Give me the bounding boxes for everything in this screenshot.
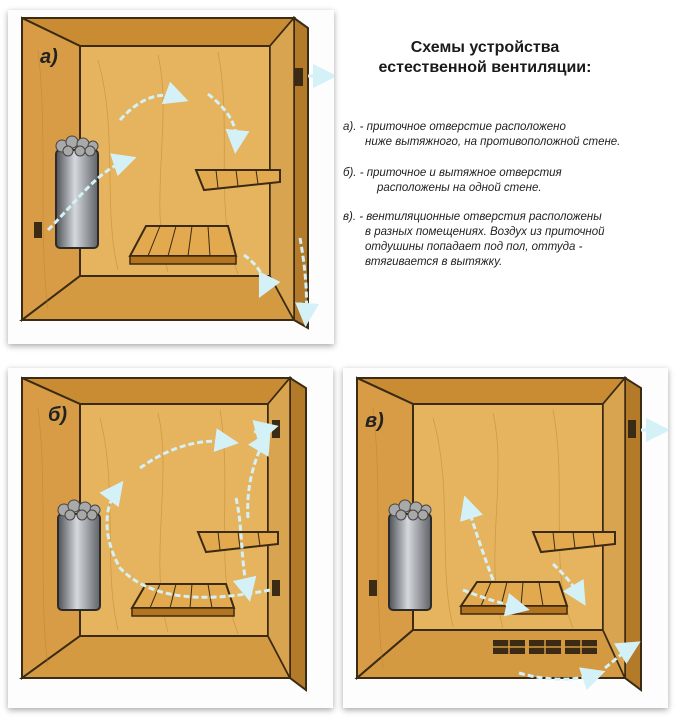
inlet-vent [369, 580, 377, 596]
note-a: а). - приточное отверстие расположено ни… [343, 120, 673, 150]
title-line-2: естественной вентиляции: [378, 59, 592, 76]
note-c-line-4: втягивается в вытяжку. [365, 256, 503, 268]
panel-a-label: а) [40, 46, 58, 68]
note-c-line-2: в разных помещениях. Воздух из приточной [365, 226, 605, 238]
right-wall [293, 16, 309, 330]
heater [57, 513, 101, 611]
heater [388, 513, 432, 611]
sauna-diagram-c [354, 375, 668, 692]
note-c: в). - вентиляционные отверстия расположе… [343, 210, 673, 270]
diagram-title: Схемы устройства естественной вентиляции… [340, 38, 630, 78]
note-c-line-3: отдушины попадает под пол, оттуда - [365, 241, 583, 253]
lower-bench [130, 583, 236, 609]
note-a-line-1: а). - приточное отверстие расположено [343, 121, 566, 133]
note-c-line-1: в). - вентиляционные отверстия расположе… [343, 211, 602, 223]
panel-c: в) [343, 368, 668, 708]
inlet-vent [272, 580, 280, 596]
airflow-arrows [46, 64, 334, 327]
note-b-line-2: расположены на одной стене. [377, 182, 542, 194]
right-wall [289, 376, 307, 692]
note-b: б). - приточное и вытяжное отверстия рас… [343, 166, 673, 196]
heater-stones [55, 135, 99, 157]
outlet-vent [272, 420, 280, 438]
sauna-diagram-b [18, 375, 307, 692]
title-line-1: Схемы устройства [410, 39, 560, 56]
airflow-arrows [99, 419, 279, 602]
outlet-vent [295, 68, 303, 86]
inlet-vent [34, 222, 42, 238]
lower-bench [128, 225, 238, 257]
sauna-diagram-a [19, 15, 334, 330]
heater-stones [388, 499, 432, 521]
note-b-line-1: б). - приточное и вытяжное отверстия [343, 167, 562, 179]
heater [55, 149, 99, 249]
panel-b-label: б) [48, 404, 68, 426]
airflow-arrows [460, 418, 668, 691]
panel-a: а) [8, 10, 334, 344]
panel-c-label: в) [365, 410, 384, 432]
upper-bench [196, 531, 279, 554]
panel-b: б) [8, 368, 333, 708]
note-a-line-2: ниже вытяжного, на противоположной стене… [365, 136, 621, 148]
outlet-vent [628, 420, 636, 438]
heater-stones [57, 499, 101, 521]
